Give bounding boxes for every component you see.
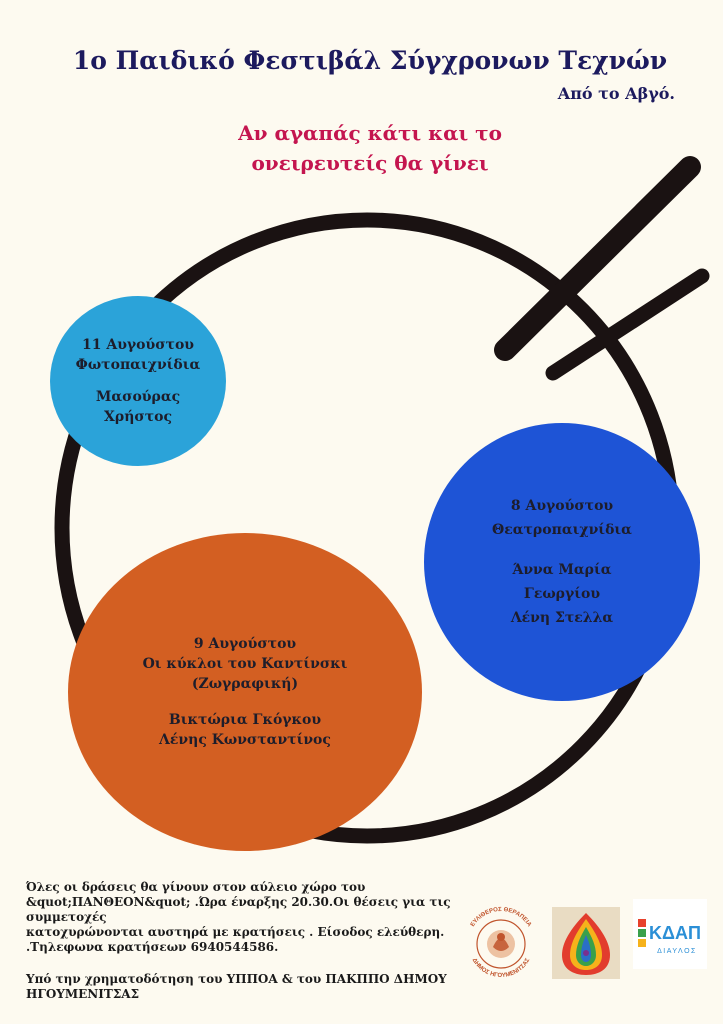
svg-text:ΕΥΛΙΘΕΡΟΣ ΘΕΡΑΠΕΙΑ: ΕΥΛΙΘΕΡΟΣ ΘΕΡΑΠΕΙΑ [470, 907, 532, 929]
info-line-5: .Τηλεφωνα κρατήσεων 6940544586. [26, 940, 279, 954]
kdap-logo-sub: ΔΙΑΥΛΟΣ [657, 948, 697, 955]
motto-line-2: ονειρευτείς θα γίνει [251, 151, 489, 175]
event-kandinsky-host-1: Βικτώρια Γκόγκου [168, 712, 322, 728]
slash-line-top [494, 156, 701, 361]
event-kandinsky-date: 9 Αυγούστου [193, 636, 297, 652]
info-block: Όλες οι δράσεις θα γίνουν στον αύλειο χώ… [26, 880, 454, 1002]
event-kandinsky-circle: 9 Αυγούστου Οι κύκλοι του Καντίνσκι (Ζωγ… [68, 533, 422, 851]
event-photo-circle: 11 Αυγούστου Φωτοπαιχνίδια Μασούρας Χρήσ… [50, 296, 226, 466]
event-theatre-activity: Θεατροπαιχνίδια [492, 522, 632, 538]
kdap-logo: ΚΔΑΠ ΔΙΑΥΛΟΣ [633, 899, 707, 969]
festival-title: 1ο Παιδικό Φεστιβάλ Σύγχρονων Τεχνών [72, 46, 668, 75]
therapy-logo-top-text: ΕΥΛΙΘΕΡΟΣ ΘΕΡΑΠΕΙΑ [470, 907, 532, 929]
slash-line-bottom [545, 268, 710, 381]
motto: Αν αγαπάς κάτι και το ονειρευτείς θα γίν… [170, 118, 570, 178]
therapy-logo: ΕΥΛΙΘΕΡΟΣ ΘΕΡΑΠΕΙΑ ΔΗΜΟΣ ΗΓΟΥΜΕΝΙΤΣΑΣ [470, 907, 532, 979]
event-theatre-host-3: Λένη Στελλα [510, 610, 614, 626]
funding-line-2: ΗΓΟΥΜΕΝΙΤΣΑΣ [26, 987, 140, 1001]
motto-line-1: Αν αγαπάς κάτι και το [238, 121, 502, 145]
event-theatre-date: 8 Αυγούστου [510, 498, 614, 514]
event-theatre-host-2: Γεωργίου [523, 586, 601, 602]
event-photo-activity: Φωτοπαιχνίδια [75, 357, 201, 373]
event-kandinsky-activity: Οι κύκλοι του Καντίνσκι [142, 656, 348, 672]
info-line-1: Όλες οι δράσεις θα γίνουν στον αύλειο χώ… [26, 880, 366, 894]
event-photo-date: 11 Αυγούστου [81, 337, 195, 353]
event-photo-host-2: Χρήστος [104, 409, 172, 425]
event-theatre-circle: 8 Αυγούστου Θεατροπαιχνίδια Άννα Μαρία Γ… [424, 423, 700, 701]
info-line-2: &quot;ΠΑΝΘΕΟΝ&quot; .Ώρα έναρξης 20.30.Ο… [26, 895, 451, 909]
kdap-logo-name: ΚΔΑΠ [649, 923, 701, 943]
event-kandinsky-note: (Ζωγραφική) [191, 676, 299, 692]
event-photo-host-1: Μασούρας [95, 389, 181, 405]
festival-subtitle: Από το Αβγό. [557, 84, 675, 103]
drop-art-logo [552, 907, 620, 979]
funding-line-1: Υπό την χρηματοδότηση του ΥΠΠΟΑ & του ΠΑ… [26, 972, 447, 986]
info-line-3: συμμετοχές [26, 910, 107, 924]
event-kandinsky-host-2: Λένης Κωνσταντίνος [159, 732, 331, 748]
info-line-4: κατοχυρώνονται αυστηρά με κρατήσεις . Εί… [26, 925, 445, 939]
event-theatre-host-1: Άννα Μαρία [512, 562, 612, 578]
